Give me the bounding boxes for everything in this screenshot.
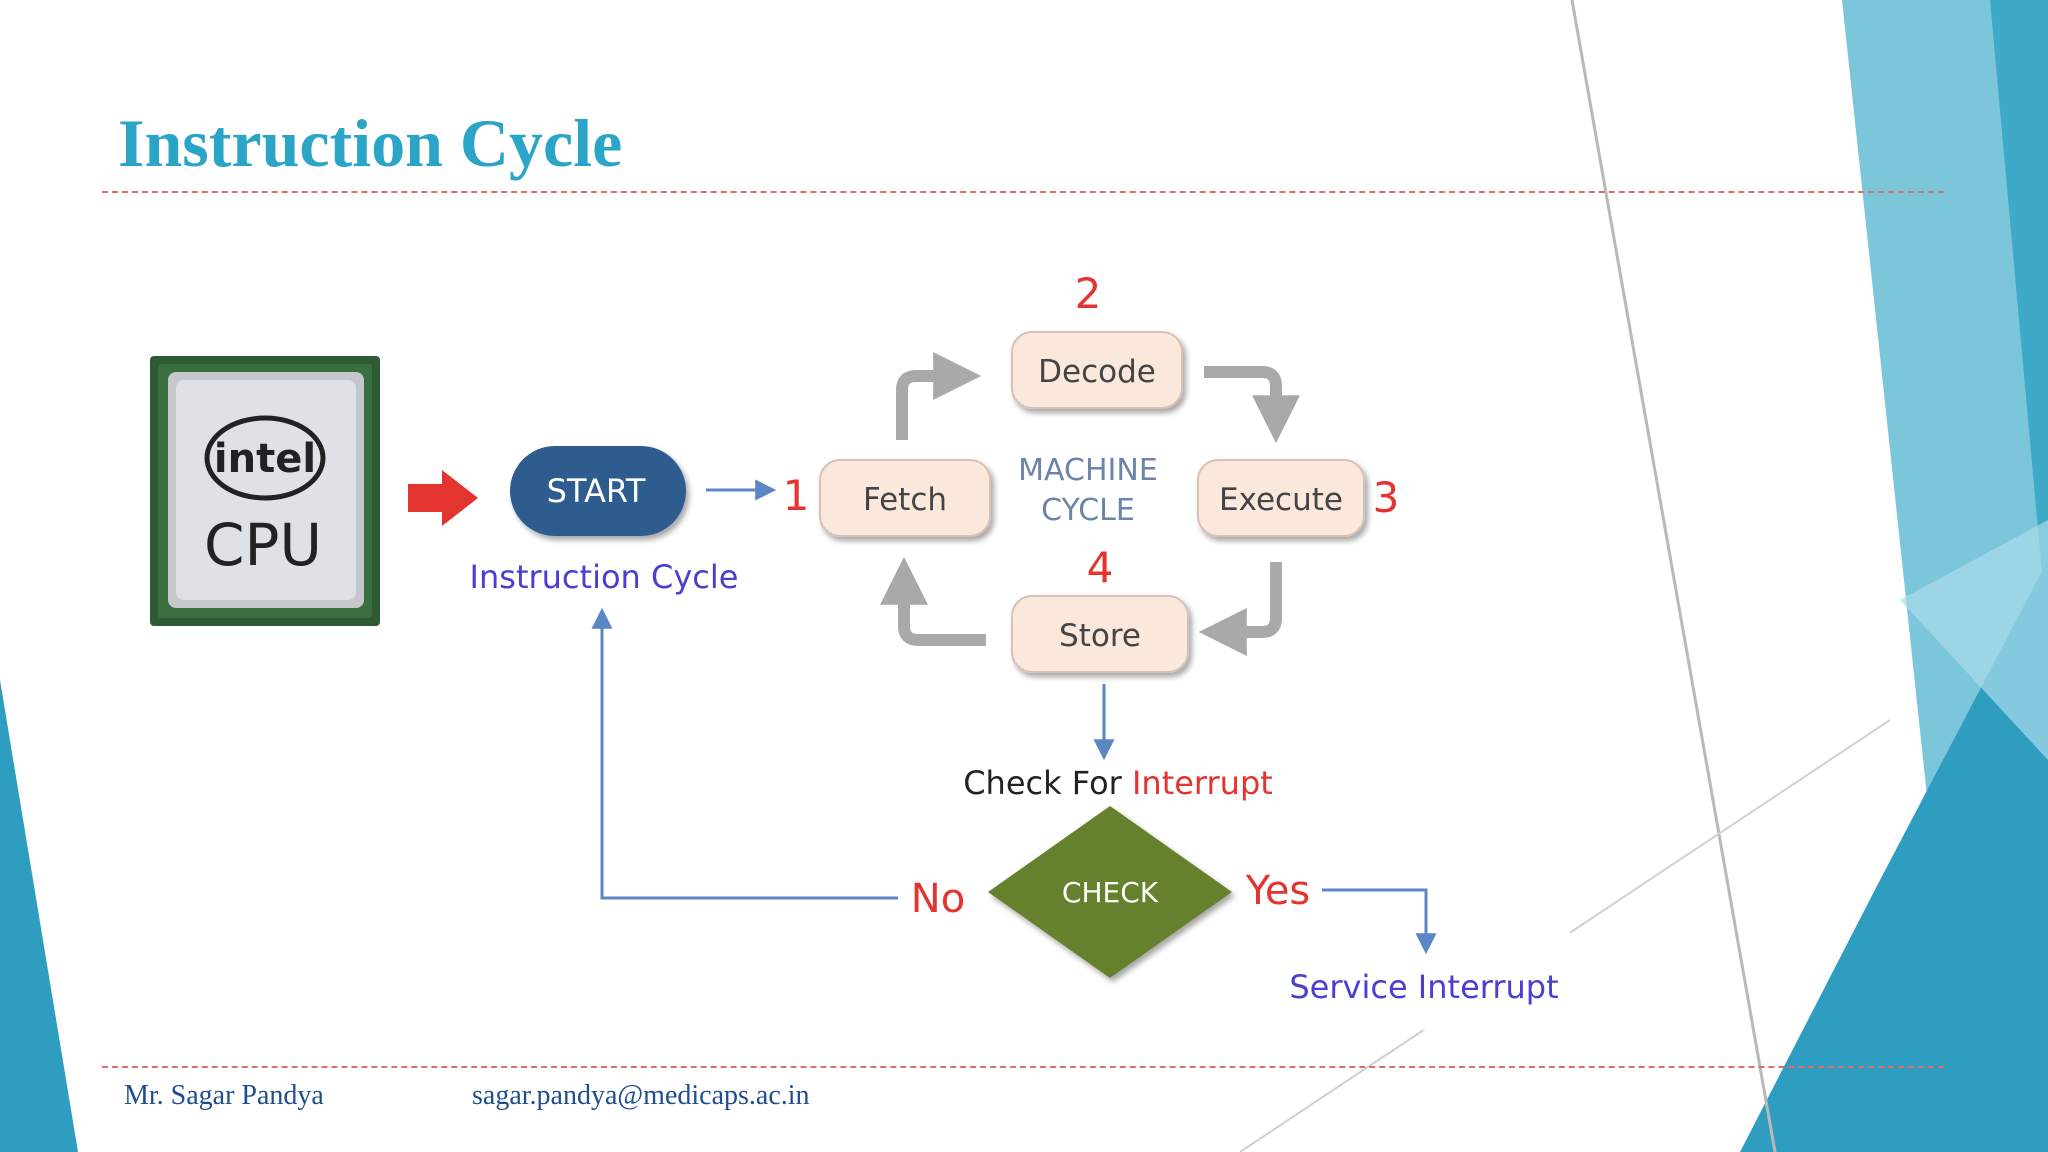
no-label: No xyxy=(911,876,965,922)
check-diamond: CHECK xyxy=(988,806,1232,978)
yes-arrow xyxy=(1322,888,1437,955)
cycle-arrows xyxy=(880,352,1300,656)
check-label: CHECK xyxy=(1062,876,1159,909)
start-node: START xyxy=(510,446,686,536)
step-execute: Execute xyxy=(1197,459,1365,537)
machine-label-line2: CYCLE xyxy=(1041,493,1135,528)
decor-right xyxy=(1239,0,2048,1152)
footer-author: Mr. Sagar Pandya xyxy=(124,1080,324,1111)
step-label: Store xyxy=(1059,618,1141,654)
decor-left xyxy=(0,680,78,1152)
step-fetch: Fetch xyxy=(819,459,991,537)
service-interrupt-label: Service Interrupt xyxy=(1289,968,1558,1006)
start-caption: Instruction Cycle xyxy=(470,558,739,596)
check-caption-prefix: Check For xyxy=(963,764,1132,802)
step-number: 3 xyxy=(1373,473,1400,522)
cpu-chip-image: intel CPU xyxy=(150,356,380,626)
step-number: 4 xyxy=(1087,543,1114,592)
step-store: Store xyxy=(1011,595,1189,673)
check-caption: Check For Interrupt xyxy=(963,764,1273,802)
footer-email: sagar.pandya@medicaps.ac.in xyxy=(472,1080,810,1111)
red-arrow xyxy=(408,470,478,526)
step-decode: Decode xyxy=(1011,331,1183,409)
machine-label-line1: MACHINE xyxy=(1018,453,1158,488)
no-return-arrow xyxy=(591,607,898,900)
step-label: Fetch xyxy=(863,482,947,518)
check-caption-highlight: Interrupt xyxy=(1132,764,1273,802)
cpu-label: CPU xyxy=(204,511,322,579)
step-label: Decode xyxy=(1038,354,1156,390)
step-label: Execute xyxy=(1219,482,1343,518)
footer-rule xyxy=(102,1066,1944,1068)
start-label: START xyxy=(547,472,646,510)
step-number: 1 xyxy=(783,471,810,520)
yes-label: Yes xyxy=(1245,868,1311,914)
title-rule xyxy=(102,191,1944,193)
slide-title: Instruction Cycle xyxy=(118,105,623,181)
cpu-brand: intel xyxy=(214,436,316,482)
step-number: 2 xyxy=(1075,269,1102,318)
